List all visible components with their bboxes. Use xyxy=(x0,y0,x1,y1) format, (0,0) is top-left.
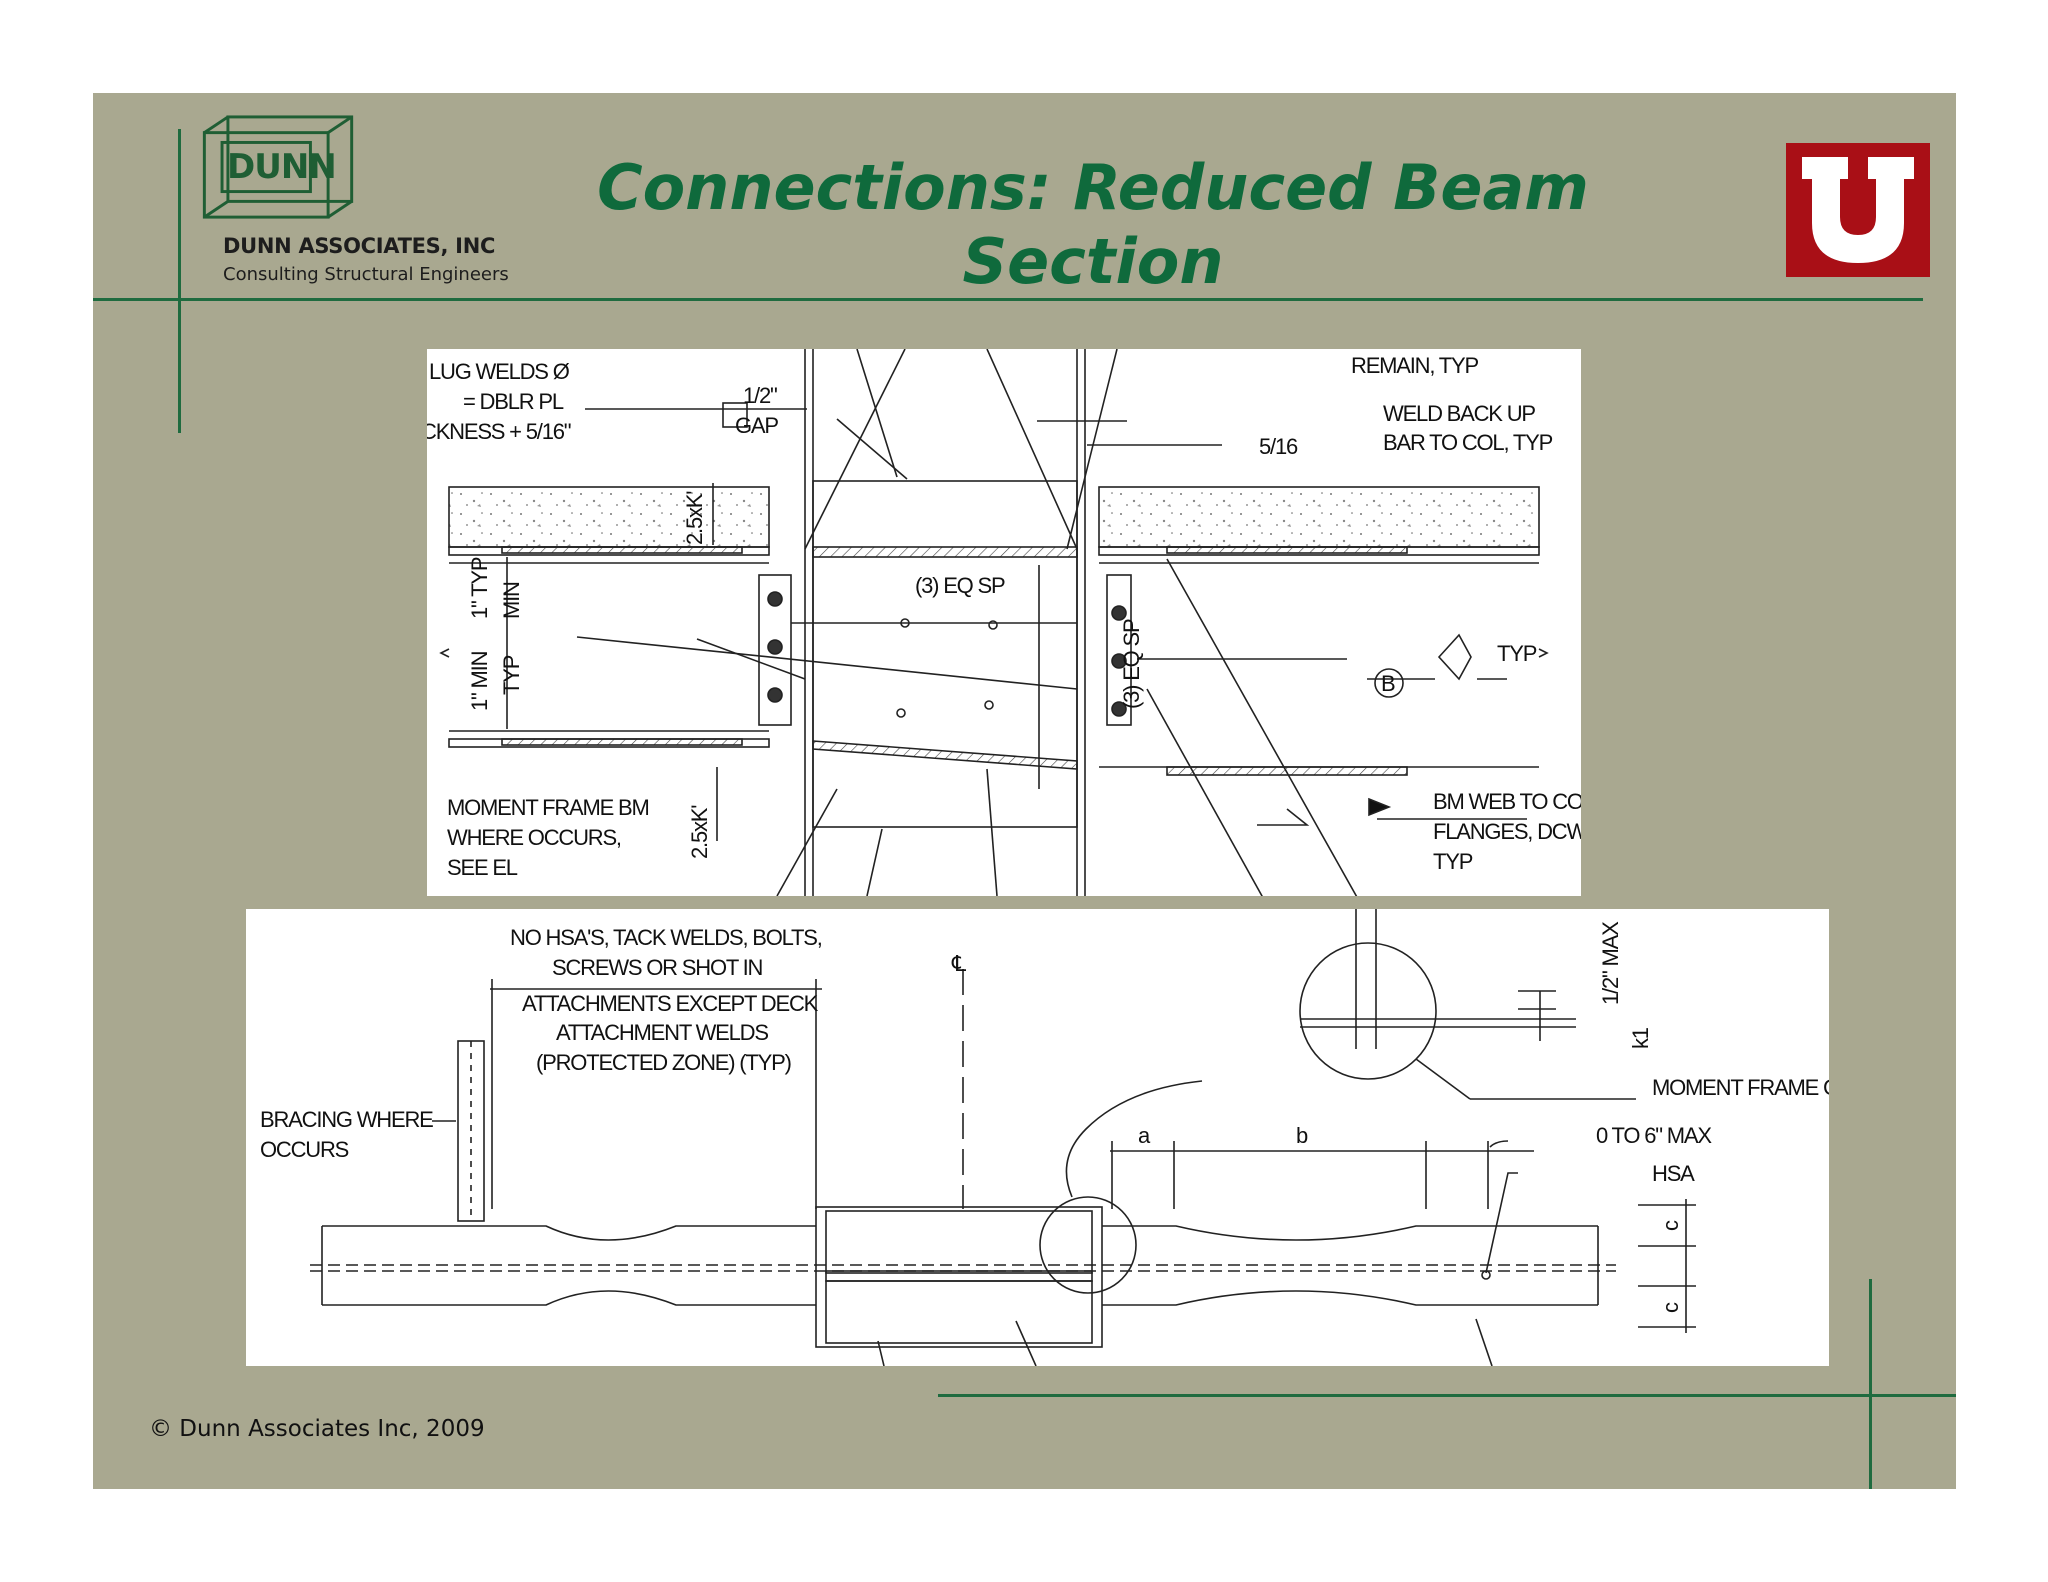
label-plug-welds-3: CKNESS + 5/16" xyxy=(427,419,571,444)
footer-divider-line xyxy=(938,1394,1956,1397)
label-eq-sp-vertical: (3) EQ SP xyxy=(1119,619,1144,709)
label-centerline: ℄ xyxy=(951,951,967,976)
label-eq-sp-horizontal: (3) EQ SP xyxy=(915,573,1005,598)
page-title: Connections: Reduced Beam Section xyxy=(593,151,1593,299)
title-line-1: Connections: Reduced Beam xyxy=(597,151,1589,224)
right-accent-line xyxy=(1869,1279,1872,1489)
label-k-top: 2.5xK' xyxy=(682,491,707,545)
label-zero-to-six: 0 TO 6" MAX xyxy=(1596,1123,1712,1148)
label-weld-back-1: WELD BACK UP xyxy=(1383,401,1535,426)
label-no-hsa-5: (PROTECTED ZONE) (TYP) xyxy=(536,1050,791,1075)
label-weld-back-2: BAR TO COL, TYP xyxy=(1383,430,1553,455)
label-gap-1: 1/2" xyxy=(743,383,777,408)
label-bm-web-2: FLANGES, DCW, xyxy=(1433,819,1581,844)
dunn-logo: DUNN DUNN ASSOCIATES, INC Consulting Str… xyxy=(199,111,569,301)
label-dim-a: a xyxy=(1138,1123,1151,1148)
label-typ-2: TYP xyxy=(499,655,524,695)
label-k-bottom: 2.5xK' xyxy=(687,805,712,859)
left-accent-line xyxy=(178,129,181,433)
label-detail-b: B xyxy=(1381,671,1395,696)
block-u-icon xyxy=(1802,157,1914,263)
label-gap-2: GAP xyxy=(735,413,778,438)
label-hsa: HSA xyxy=(1652,1161,1695,1186)
label-moment-frame-col: MOMENT FRAME COL xyxy=(1652,1075,1829,1100)
label-remain: REMAIN, TYP xyxy=(1351,353,1479,378)
rbs-plan-detail: NO HSA'S, TACK WELDS, BOLTS, SCREWS OR S… xyxy=(246,909,1829,1366)
label-k1: k1 xyxy=(1628,1027,1653,1049)
label-bracing-2: OCCURS xyxy=(260,1137,349,1162)
company-tagline: Consulting Structural Engineers xyxy=(223,264,509,285)
title-line-2: Section xyxy=(962,225,1224,298)
label-no-hsa-4: ATTACHMENT WELDS xyxy=(556,1020,768,1045)
label-weld-size: 5/16 xyxy=(1259,434,1298,459)
header-divider-line xyxy=(93,298,1923,301)
rbs-elevation-drawing: LUG WELDS Ø = DBLR PL CKNESS + 5/16" 1/2… xyxy=(427,349,1581,896)
label-dim-b: b xyxy=(1296,1123,1308,1148)
label-dim-c-bottom: c xyxy=(1658,1302,1683,1313)
label-dim-c-top: c xyxy=(1658,1220,1683,1231)
label-moment-frame-2: WHERE OCCURS, xyxy=(447,825,621,850)
label-no-hsa-1: NO HSA'S, TACK WELDS, BOLTS, xyxy=(510,925,822,950)
university-logo xyxy=(1786,143,1930,277)
label-typ-weld: TYP xyxy=(1497,641,1537,666)
copyright-footer: © Dunn Associates Inc, 2009 xyxy=(149,1416,485,1442)
label-no-hsa-3: ATTACHMENTS EXCEPT DECK xyxy=(522,991,819,1016)
label-bracing-1: BRACING WHERE xyxy=(260,1107,433,1132)
label-plug-welds-1: LUG WELDS Ø xyxy=(429,359,570,384)
label-plug-welds-2: = DBLR PL xyxy=(463,389,564,414)
label-half-inch-max: 1/2" MAX xyxy=(1598,921,1623,1005)
label-typ-1: 1" TYP xyxy=(467,557,492,619)
label-no-hsa-2: SCREWS OR SHOT IN xyxy=(552,955,763,980)
slide: DUNN DUNN ASSOCIATES, INC Consulting Str… xyxy=(93,93,1956,1489)
label-bm-web-3: TYP xyxy=(1433,849,1473,874)
label-moment-frame-1: MOMENT FRAME BM xyxy=(447,795,649,820)
dunn-logo-text: DUNN xyxy=(227,147,337,187)
dunn-box-icon xyxy=(202,115,354,219)
label-bm-web-1: BM WEB TO COL xyxy=(1433,789,1581,814)
rbs-plan-drawing: NO HSA'S, TACK WELDS, BOLTS, SCREWS OR S… xyxy=(260,909,1829,1366)
company-name: DUNN ASSOCIATES, INC xyxy=(223,234,496,258)
label-min-2: 1" MIN xyxy=(467,651,492,711)
rbs-elevation-detail: LUG WELDS Ø = DBLR PL CKNESS + 5/16" 1/2… xyxy=(427,349,1581,896)
label-moment-frame-3: SEE EL xyxy=(447,855,518,880)
label-min-1: MIN xyxy=(499,582,524,619)
